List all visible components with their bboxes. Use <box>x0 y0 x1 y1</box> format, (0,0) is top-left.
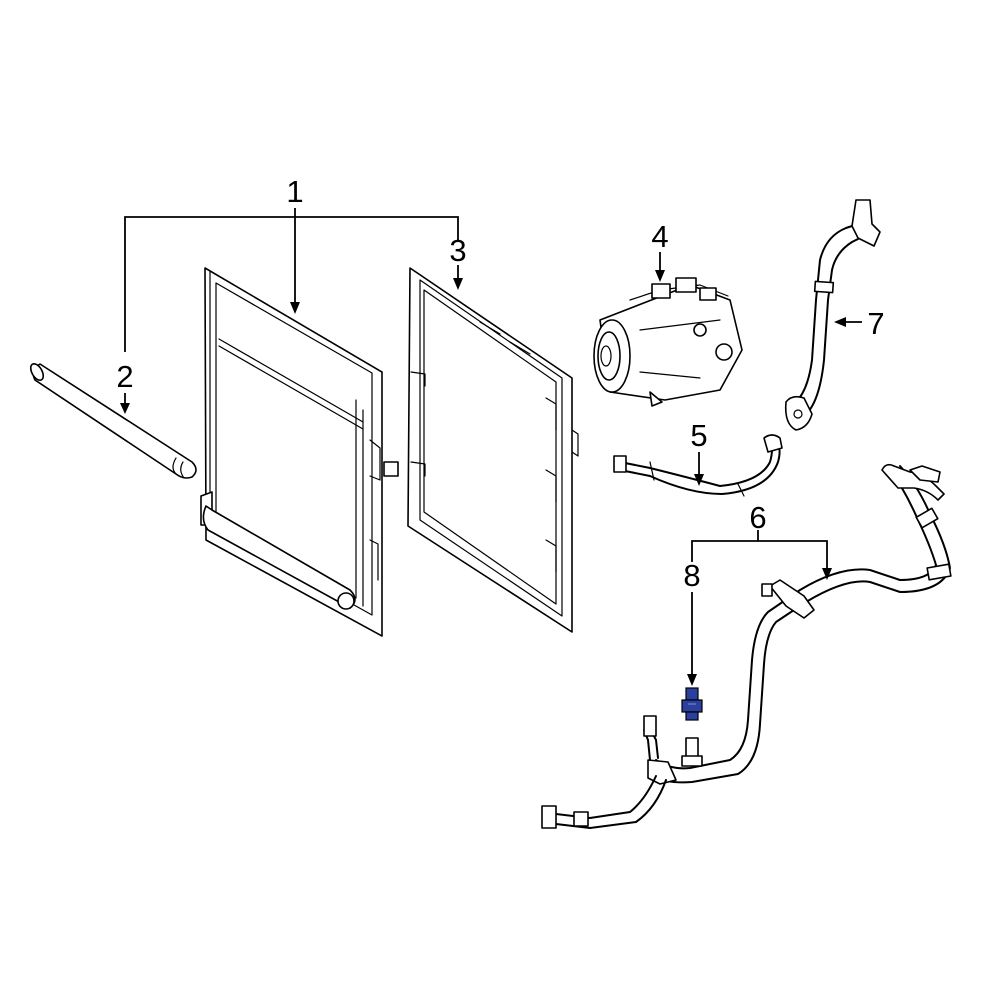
callout-7: 7 <box>867 306 884 341</box>
ac-hose-5 <box>613 434 783 497</box>
callout-6: 6 <box>749 500 766 535</box>
leader-lines <box>120 208 862 686</box>
pressure-switch-icon <box>681 687 703 721</box>
shroud-frame <box>407 267 579 633</box>
ac-hose-7 <box>784 199 881 431</box>
receiver-drier <box>29 363 197 479</box>
condenser <box>200 267 399 637</box>
callout-4: 4 <box>651 219 668 254</box>
callout-labels: 1 2 3 4 5 6 7 8 <box>116 174 884 593</box>
callout-1: 1 <box>286 174 303 209</box>
callout-5: 5 <box>690 418 707 453</box>
callout-3: 3 <box>449 233 466 268</box>
callout-2: 2 <box>116 359 133 394</box>
ac-compressor <box>593 277 743 407</box>
ac-line-assembly <box>541 463 952 829</box>
callout-8: 8 <box>683 558 700 593</box>
